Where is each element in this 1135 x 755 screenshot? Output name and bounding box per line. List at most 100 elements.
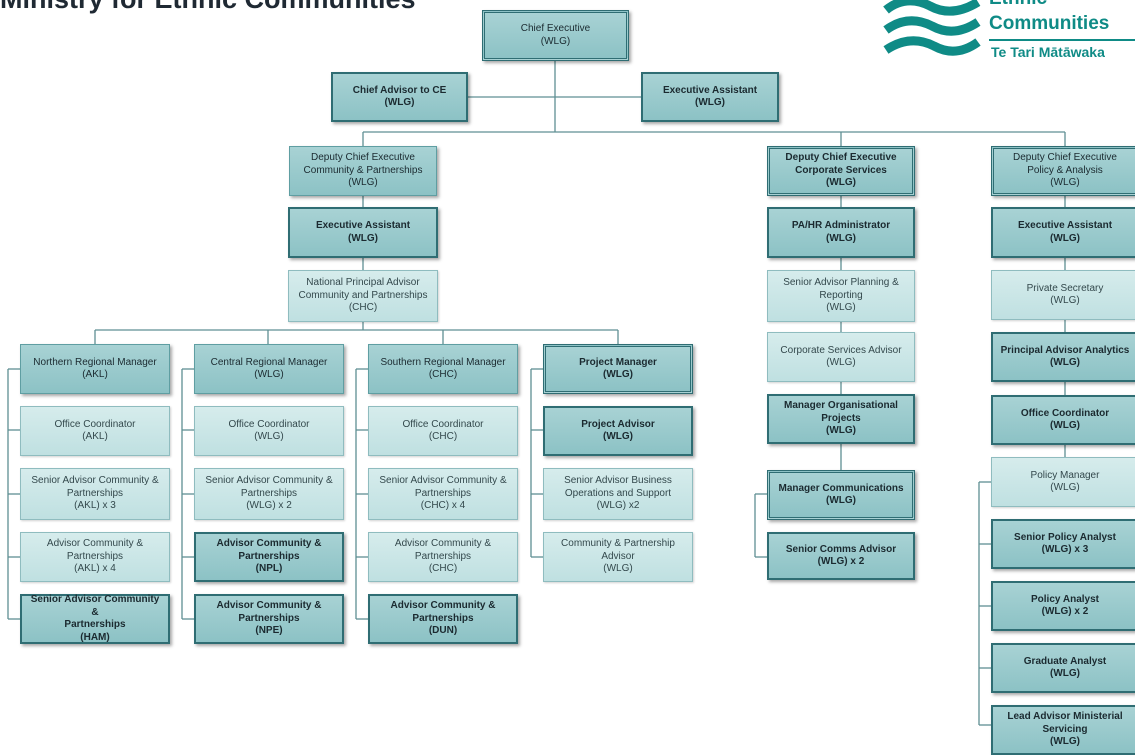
- role-text-line: Community and Partnerships: [298, 289, 428, 301]
- role-text-line: Project Advisor: [581, 418, 655, 430]
- role-text-line: Advisor Community &: [216, 600, 322, 612]
- role-central-regional-manager: Central Regional Manager(WLG): [194, 344, 344, 394]
- role-text-line: Advisor Community &: [394, 538, 492, 550]
- role-text-line: Corporate Services Advisor: [780, 344, 902, 356]
- role-text-line: (WLG) x 2: [817, 556, 865, 567]
- role-text-line: (CHC) x 4: [420, 500, 466, 512]
- role-text-line: Partnerships: [66, 550, 124, 562]
- role-manager-communications: Manager Communications(WLG): [767, 470, 915, 520]
- role-text-line: (WLG): [1050, 668, 1080, 679]
- role-graduate-analyst: Graduate Analyst(WLG): [991, 643, 1135, 693]
- role-private-secretary: Private Secretary(WLG): [991, 270, 1135, 320]
- role-text-line: Advisor Community &: [390, 600, 496, 612]
- role-text-line: (WLG): [603, 563, 633, 575]
- role-text-line: (NPL): [255, 563, 283, 575]
- logo-mark-icon: [883, 0, 981, 56]
- role-text-line: (AKL): [82, 369, 108, 380]
- role-text-line: Project Manager: [579, 356, 657, 368]
- role-chief-executive: Chief Executive(WLG): [482, 10, 629, 61]
- role-text-line: Partnerships: [66, 487, 124, 499]
- role-text-line: Lead Advisor Ministerial: [1007, 711, 1123, 723]
- role-text-line: (WLG): [384, 97, 415, 108]
- role-text-line: (WLG) x 3: [1041, 544, 1089, 555]
- logo-text-communities: Communities: [989, 13, 1110, 34]
- role-central-advisor-npe: Advisor Community &Partnerships(NPE): [194, 594, 344, 644]
- role-text-line: Community & Partnerships: [303, 164, 423, 176]
- role-text-line: Office Coordinator: [228, 418, 310, 430]
- role-text-line: (WLG): [348, 232, 378, 244]
- role-text-line: Private Secretary: [1026, 282, 1104, 294]
- role-text-line: Graduate Analyst: [1023, 655, 1107, 667]
- role-text-line: Office Coordinator: [402, 418, 484, 430]
- role-text-line: (CHC): [428, 563, 458, 575]
- role-text-line: Senior Comms Advisor: [785, 543, 897, 555]
- role-text-line: Partnerships: [414, 487, 472, 499]
- role-text-line: Office Coordinator: [54, 418, 136, 430]
- role-southern-senior-advisor: Senior Advisor Community &Partnerships(C…: [368, 468, 518, 520]
- role-senior-policy-analyst: Senior Policy Analyst(WLG) x 3: [991, 519, 1135, 569]
- role-text-line: Chief Advisor to CE: [352, 84, 447, 96]
- page-title: Ministry for Ethnic Communities: [0, 0, 416, 15]
- role-text-line: (WLG): [254, 431, 284, 442]
- role-text-line: Partnerships: [414, 550, 472, 562]
- role-text-line: Senior Advisor Business: [564, 475, 672, 487]
- role-text-line: Executive Assistant: [662, 84, 758, 96]
- role-text-line: Community & Partnership: [561, 538, 675, 550]
- role-text-line: Deputy Chief Executive: [311, 152, 415, 164]
- role-project-manager: Project Manager(WLG): [543, 344, 693, 394]
- role-text-line: PA/HR Administrator: [791, 220, 891, 231]
- role-text-line: (WLG): [826, 495, 856, 506]
- role-northern-regional-manager: Northern Regional Manager(AKL): [20, 344, 170, 394]
- ministry-logo: Ethnic Communities Te Tari Mātāwaka: [882, 0, 1135, 62]
- role-text-line: (CHC): [348, 302, 378, 314]
- role-executive-assistant-policy: Executive Assistant(WLG): [991, 207, 1135, 258]
- role-policy-analyst: Policy Analyst(WLG) x 2: [991, 581, 1135, 631]
- role-text-line: Reporting: [819, 289, 863, 301]
- role-text-line: Deputy Chief Executive: [785, 152, 897, 164]
- role-text-line: (WLG): [1050, 232, 1080, 244]
- role-executive-assistant-ce: Executive Assistant(WLG): [641, 72, 779, 122]
- role-policy-office-coordinator: Office Coordinator(WLG): [991, 395, 1135, 445]
- role-text-line: (HAM): [80, 631, 110, 643]
- role-text-line: (WLG): [826, 177, 856, 189]
- logo-text-maori-name: Te Tari Mātāwaka: [991, 44, 1105, 60]
- role-text-line: Operations and Support: [564, 487, 672, 499]
- role-text-line: (CHC): [428, 369, 458, 380]
- role-text-line: Advisor Community &: [46, 538, 144, 550]
- role-text-line: Principal Advisor Analytics: [1000, 344, 1130, 356]
- role-text-line: (WLG): [695, 97, 725, 108]
- role-text-line: (WLG): [540, 35, 571, 47]
- role-text-line: (AKL) x 3: [74, 500, 116, 512]
- logo-text-ethnic: Ethnic: [989, 0, 1047, 10]
- role-text-line: (WLG): [603, 431, 633, 442]
- logo-divider: [989, 39, 1135, 41]
- role-text-line: Executive Assistant: [1017, 220, 1113, 231]
- role-text-line: Advisor Community &: [216, 538, 322, 550]
- role-text-line: Partnerships: [412, 612, 474, 624]
- role-text-line: (WLG): [1050, 736, 1080, 748]
- role-text-line: Northern Regional Manager: [33, 356, 157, 368]
- role-text-line: Central Regional Manager: [210, 356, 328, 368]
- role-corporate-services-advisor: Corporate Services Advisor(WLG): [767, 332, 915, 382]
- role-policy-manager: Policy Manager(WLG): [991, 457, 1135, 507]
- role-text-line: Deputy Chief Executive: [1013, 152, 1117, 164]
- role-text-line: (NPE): [255, 625, 283, 637]
- role-text-line: (AKL): [82, 431, 108, 442]
- role-text-line: Partnerships: [64, 619, 126, 630]
- role-text-line: Partnerships: [238, 612, 300, 624]
- role-senior-advisor-planning: Senior Advisor Planning &Reporting(WLG): [767, 270, 915, 322]
- role-text-line: Chief Executive: [520, 23, 591, 34]
- role-text-line: (WLG): [1050, 420, 1080, 431]
- role-southern-advisor-dun: Advisor Community &Partnerships(DUN): [368, 594, 518, 644]
- role-text-line: (CHC): [428, 431, 458, 442]
- role-text-line: Executive Assistant: [315, 220, 411, 231]
- role-central-advisor-npl: Advisor Community &Partnerships(NPL): [194, 532, 344, 582]
- role-northern-advisor: Advisor Community &Partnerships(AKL) x 4: [20, 532, 170, 582]
